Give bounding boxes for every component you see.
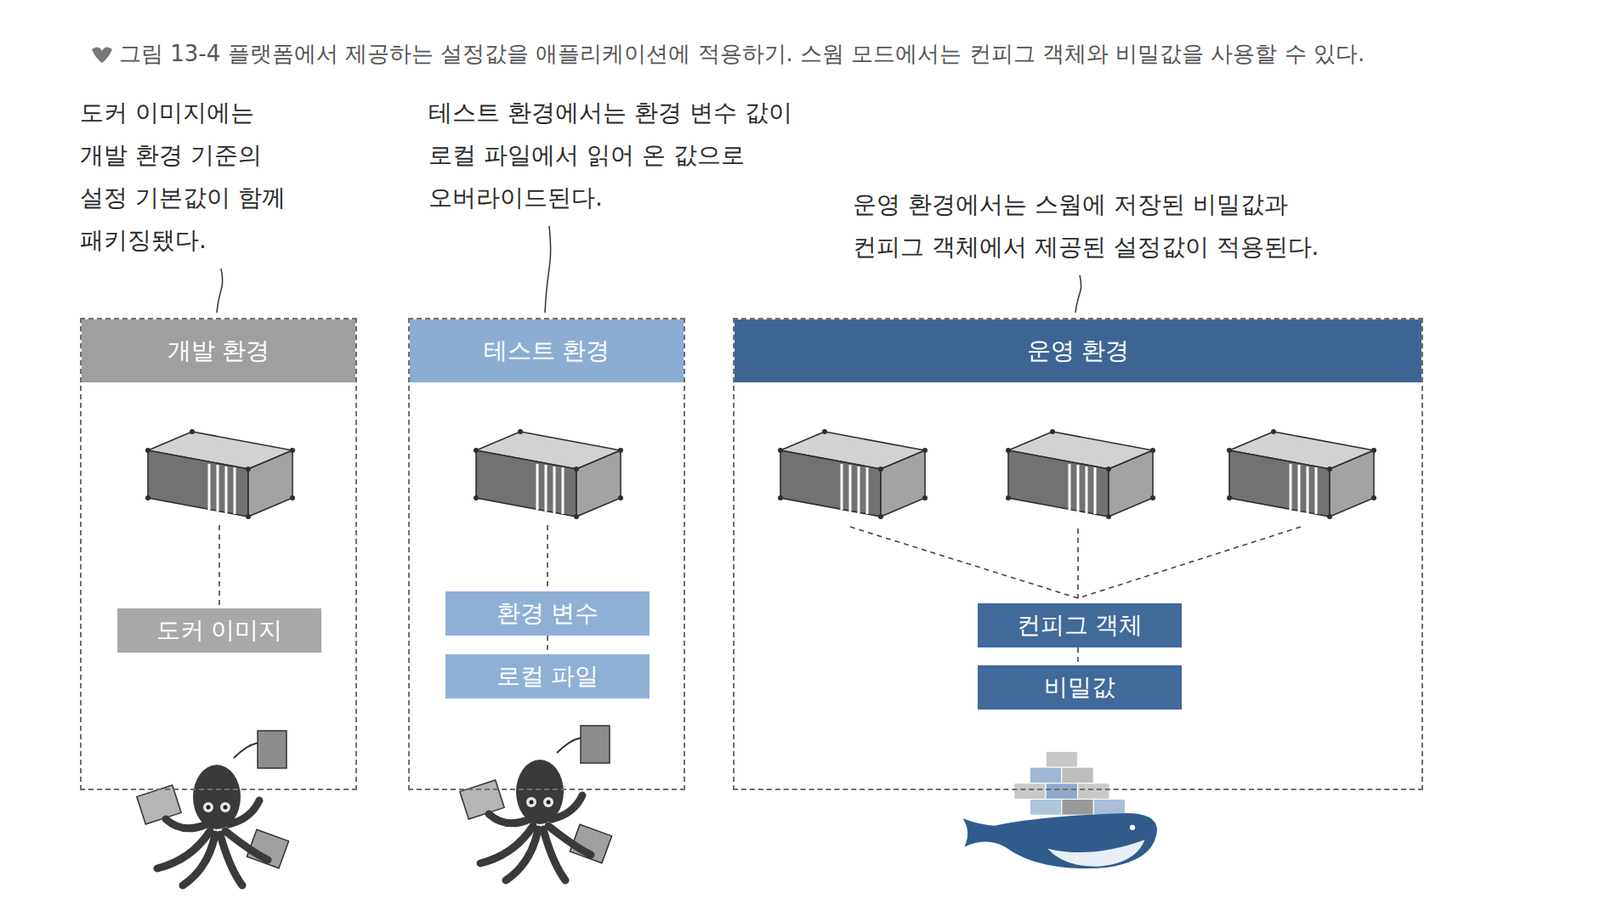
title-marker [91,46,113,63]
box-label: 도커 이미지 [156,614,284,647]
whale-icon [962,751,1158,869]
leader-line [216,268,223,313]
callout-text: 운영 환경에서는 스웜에 저장된 비밀값과 컨피그 객체에서 제공된 설정값이 … [852,183,1355,269]
container-icon [1005,429,1156,520]
link-lines [219,525,1301,663]
config-box: 도커 이미지 [117,608,322,653]
container-icon [145,429,296,520]
panel-header: 운영 환경 [734,319,1422,383]
panel-header: 개발 환경 [81,319,356,383]
leader-line [1075,275,1082,313]
config-box: 비밀값 [977,665,1182,710]
leader-line [544,226,551,313]
container-icon [777,429,928,520]
environment-panel: 개발 환경도커 이미지 [79,317,358,791]
box-label: 로컬 파일 [496,660,600,693]
panel-header: 테스트 환경 [409,319,684,383]
figure-title: 그림 13-4 플랫폼에서 제공하는 설정값을 애플리케이션에 적용하기. 스웜… [119,39,1365,69]
container-icon [1226,429,1377,520]
box-label: 환경 변수 [496,597,600,630]
panel-title: 운영 환경 [1026,334,1130,368]
octopus-icon [459,726,613,881]
box-label: 컨피그 객체 [1016,609,1144,642]
octopus-icon [136,731,290,886]
environment-panel: 운영 환경컨피그 객체비밀값 [732,317,1424,791]
panel-title: 개발 환경 [167,334,271,368]
callout-text: 테스트 환경에서는 환경 변수 값이 로컬 파일에서 읽어 온 값으로 오버라이… [428,91,803,220]
config-box: 환경 변수 [445,591,650,636]
config-box: 로컬 파일 [445,654,650,699]
container-icon [473,429,624,520]
environment-panel: 테스트 환경환경 변수로컬 파일 [408,317,686,791]
panel-title: 테스트 환경 [483,334,611,368]
callout-text: 도커 이미지에는 개발 환경 기준의 설정 기본값이 함께 패키징됐다. [79,91,293,262]
config-box: 컨피그 객체 [977,603,1182,648]
box-label: 비밀값 [1043,671,1116,704]
